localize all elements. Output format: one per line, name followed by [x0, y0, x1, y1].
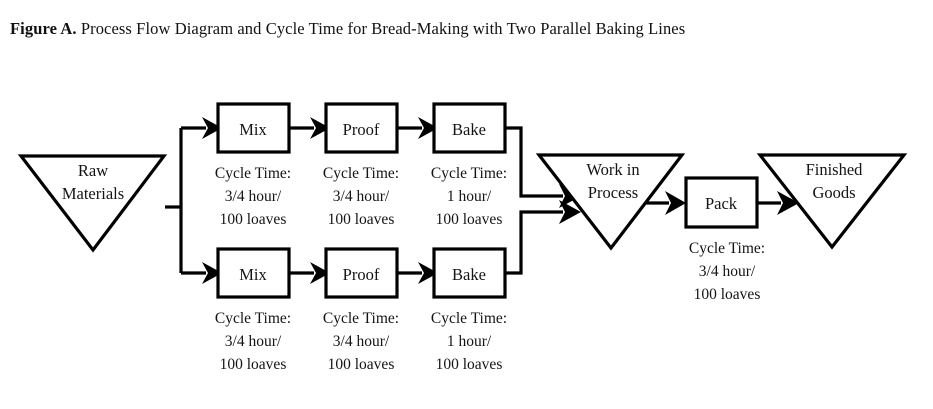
- finished-goods-label-line1: Finished: [806, 160, 864, 179]
- arrowhead-into-wip-bottom: [559, 200, 581, 224]
- bake-bottom-box: [432, 247, 507, 299]
- figure-title: Figure A. Process Flow Diagram and Cycle…: [10, 18, 923, 40]
- raw-materials-label-line1: Raw: [78, 161, 108, 180]
- proof-top-box: [324, 102, 399, 154]
- cycle-time-proof-bottom: Cycle Time: 3/4 hour/ 100 loaves: [323, 310, 399, 373]
- cycle-time-bake-bottom: Cycle Time: 1 hour/ 100 loaves: [431, 310, 507, 373]
- pack-cycle-time-line1: Cycle Time:: [689, 240, 765, 257]
- cycle-time-mix-bottom: Cycle Time: 3/4 hour/ 100 loaves: [215, 310, 291, 373]
- mix-bottom-label: Mix: [239, 265, 267, 284]
- proof-bottom-label: Proof: [343, 265, 380, 284]
- raw-materials-inventory[interactable]: Raw Materials: [17, 154, 168, 253]
- mix-bottom-cycle-time-line2: 3/4 hour/: [225, 333, 282, 350]
- proof-bottom-box: [324, 247, 399, 299]
- arrowhead-into-bake-top: [418, 117, 438, 139]
- bake-bottom-cycle-time-line3: 100 loaves: [436, 356, 503, 373]
- cycle-time-mix-top: Cycle Time: 3/4 hour/ 100 loaves: [215, 165, 291, 228]
- finished-goods-triangle-icon: [756, 153, 908, 250]
- proof-top-cycle-time-line2: 3/4 hour/: [333, 188, 390, 205]
- pack-cycle-time-line3: 100 loaves: [694, 286, 761, 303]
- process-box-bake-top[interactable]: Bake: [432, 102, 507, 154]
- proof-top-cycle-time-line3: 100 loaves: [328, 211, 395, 228]
- mix-top-cycle-time-line2: 3/4 hour/: [225, 188, 282, 205]
- proof-bottom-cycle-time-line3: 100 loaves: [328, 356, 395, 373]
- raw-materials-triangle-icon: [17, 154, 168, 253]
- finished-goods-inventory[interactable]: Finished Goods: [756, 153, 908, 250]
- cycle-time-bake-top: Cycle Time: 1 hour/ 100 loaves: [431, 165, 507, 228]
- mix-top-cycle-time-line3: 100 loaves: [220, 211, 287, 228]
- proof-top-label: Proof: [343, 120, 380, 139]
- figure-caption: Process Flow Diagram and Cycle Time for …: [76, 19, 686, 38]
- mix-top-cycle-time-line1: Cycle Time:: [215, 165, 291, 182]
- arrowhead-into-pack: [665, 191, 686, 215]
- work-in-process-triangle-icon: [535, 153, 686, 251]
- finished-goods-label-line2: Goods: [812, 183, 855, 202]
- pack-cycle-time-line2: 3/4 hour/: [699, 263, 756, 280]
- arrowhead-into-mix-top: [202, 117, 222, 139]
- cycle-time-proof-top: Cycle Time: 3/4 hour/ 100 loaves: [323, 165, 399, 228]
- mix-top-label: Mix: [239, 120, 267, 139]
- process-box-proof-bottom[interactable]: Proof: [324, 247, 399, 299]
- bake-top-box: [432, 102, 507, 154]
- process-box-bake-bottom[interactable]: Bake: [432, 247, 507, 299]
- cycle-time-pack: Cycle Time: 3/4 hour/ 100 loaves: [689, 240, 765, 303]
- pack-label: Pack: [705, 194, 738, 213]
- raw-materials-label-line2: Materials: [62, 184, 124, 203]
- process-box-proof-top[interactable]: Proof: [324, 102, 399, 154]
- figure-label: Figure A.: [10, 19, 77, 38]
- process-box-pack[interactable]: Pack: [684, 176, 759, 229]
- mix-bottom-box: [216, 247, 291, 299]
- connector-bake-bottom-to-wip: [505, 210, 563, 275]
- bake-top-label: Bake: [452, 120, 486, 139]
- work-in-process-inventory[interactable]: Work in Process: [535, 153, 686, 251]
- bake-top-cycle-time-line3: 100 loaves: [436, 211, 503, 228]
- proof-bottom-cycle-time-line1: Cycle Time:: [323, 310, 399, 327]
- bake-bottom-label: Bake: [452, 265, 486, 284]
- arrowhead-into-finished-goods: [777, 191, 799, 215]
- proof-top-cycle-time-line1: Cycle Time:: [323, 165, 399, 182]
- bake-bottom-cycle-time-line1: Cycle Time:: [431, 310, 507, 327]
- arrowhead-into-proof-bottom: [310, 262, 330, 284]
- pack-box: [684, 176, 759, 229]
- arrowhead-into-bake-bottom: [418, 262, 438, 284]
- bake-bottom-cycle-time-line2: 1 hour/: [447, 333, 492, 350]
- mix-bottom-cycle-time-line1: Cycle Time:: [215, 310, 291, 327]
- proof-bottom-cycle-time-line2: 3/4 hour/: [333, 333, 390, 350]
- work-in-process-label-line2: Process: [588, 183, 638, 202]
- mix-bottom-cycle-time-line3: 100 loaves: [220, 356, 287, 373]
- arrowhead-into-mix-bottom: [202, 262, 222, 284]
- work-in-process-label-line1: Work in: [586, 160, 639, 179]
- arrowhead-into-proof-top: [310, 117, 330, 139]
- bake-top-cycle-time-line1: Cycle Time:: [431, 165, 507, 182]
- mix-top-box: [216, 102, 291, 154]
- connector-bake-top-to-wip: [505, 126, 563, 198]
- process-box-mix-bottom[interactable]: Mix: [216, 247, 291, 299]
- connector-layer: [165, 117, 799, 284]
- bake-top-cycle-time-line2: 1 hour/: [447, 188, 492, 205]
- process-box-mix-top[interactable]: Mix: [216, 102, 291, 154]
